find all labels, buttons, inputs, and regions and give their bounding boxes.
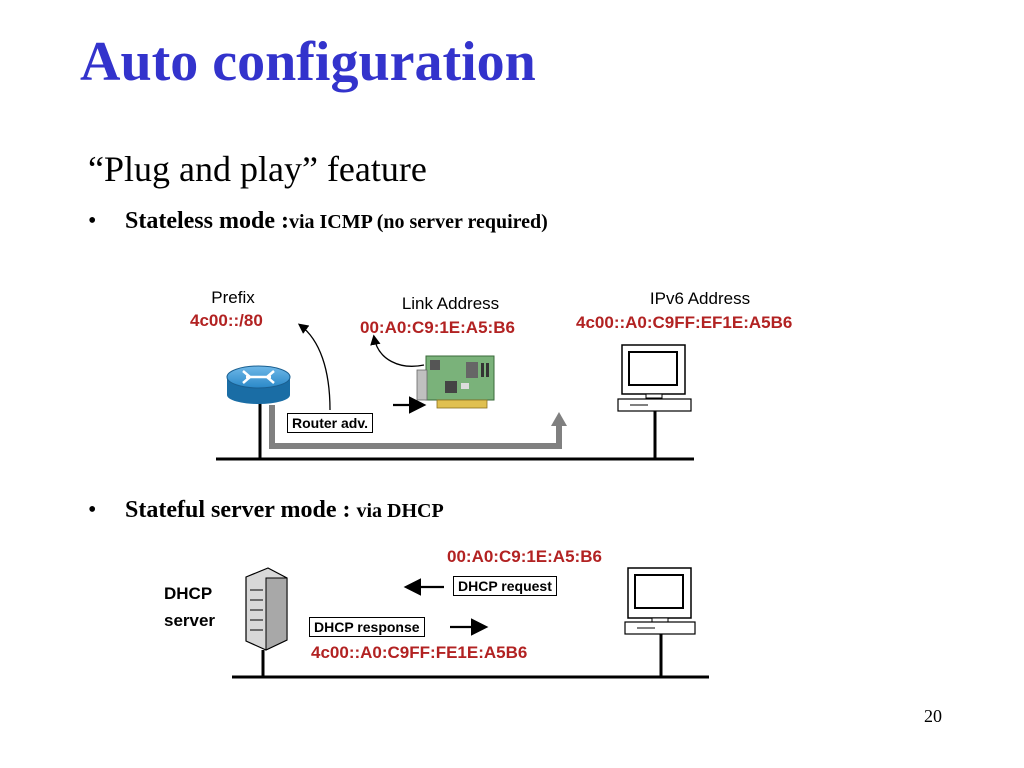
bullet-heading: Stateless mode : — [125, 208, 289, 234]
bullet-stateful: • Stateful server mode : via DHCP — [88, 497, 444, 524]
bullet-detail: via ICMP (no server required) — [288, 211, 548, 233]
prefix-label: Prefix — [211, 288, 255, 307]
link-address-label: Link Address — [401, 294, 500, 313]
link-curve-arrow — [370, 334, 425, 367]
slide-title: Auto configuration — [80, 31, 536, 93]
dhcp-request-label: DHCP request — [453, 576, 557, 596]
prefix-value: 4c00::/80 — [190, 311, 263, 330]
dhcp-server-label-1: DHCP — [164, 584, 213, 603]
router-icon — [226, 365, 291, 404]
computer-icon-2 — [624, 567, 696, 635]
bullet-symbol: • — [88, 497, 97, 523]
network-card-icon — [416, 355, 495, 409]
bullet-stateless: • Stateless mode :via ICMP (no server req… — [88, 208, 548, 235]
server-tower-icon — [245, 567, 288, 651]
computer-icon — [617, 344, 692, 412]
ipv6-address-value: 4c00::A0:C9FF:EF1E:A5B6 — [576, 313, 793, 332]
dhcp-assigned-value: 4c00::A0:C9FF:FE1E:A5B6 — [311, 643, 528, 662]
slide-subtitle: “Plug and play” feature — [88, 149, 427, 189]
router-adv-flow-arrow — [269, 405, 562, 449]
dhcp-server-label-2: server — [164, 611, 216, 630]
dhcp-mac-value: 00:A0:C9:1E:A5:B6 — [447, 547, 602, 566]
bullet-detail: via DHCP — [356, 500, 444, 522]
prefix-curve-arrow — [297, 323, 331, 411]
ipv6-address-label: IPv6 Address — [649, 289, 751, 308]
dhcp-response-label: DHCP response — [309, 617, 425, 637]
page-number: 20 — [924, 706, 942, 726]
bullet-heading: Stateful server mode : — [125, 497, 357, 523]
router-adv-label: Router adv. — [287, 413, 373, 433]
link-address-value: 00:A0:C9:1E:A5:B6 — [360, 318, 515, 337]
bullet-symbol: • — [88, 208, 97, 234]
